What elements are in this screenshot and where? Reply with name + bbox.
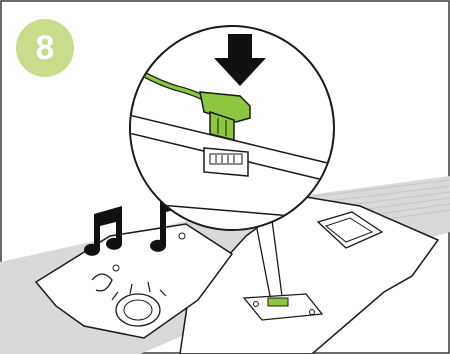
plugged-connector xyxy=(268,298,288,306)
socket xyxy=(204,148,248,176)
step-number-badge: 8 xyxy=(16,19,74,77)
